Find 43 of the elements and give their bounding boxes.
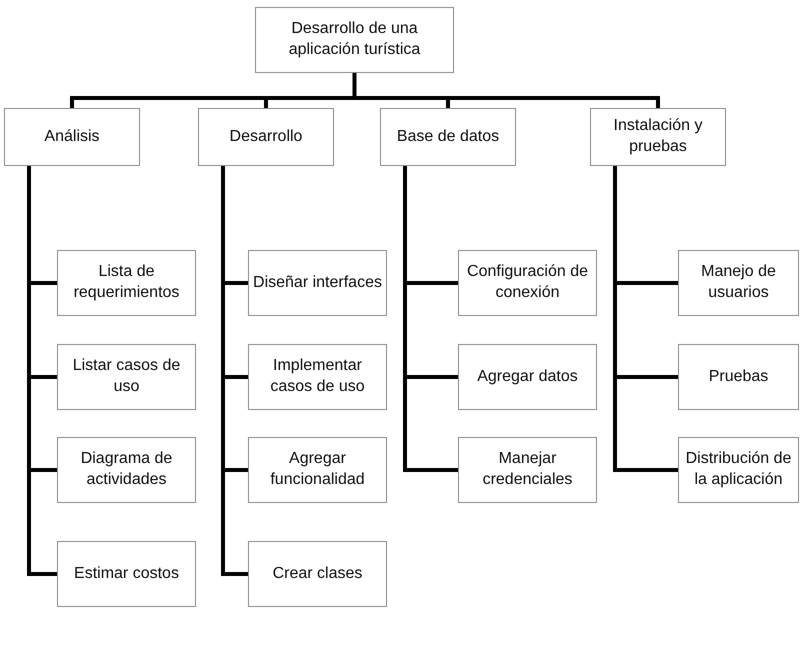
task-box — [458, 437, 597, 503]
task-box — [458, 250, 597, 316]
box-label: Crear clases — [272, 564, 362, 584]
box-label: Pruebas — [708, 366, 768, 387]
box-label: Agregar funcionalidad — [269, 449, 366, 490]
box-label: Agregar datos — [477, 366, 578, 387]
task-box — [248, 541, 387, 607]
task-box — [57, 344, 196, 410]
root-box — [255, 7, 454, 73]
task-box — [380, 108, 516, 166]
box-label: Listar casos de uso — [72, 356, 182, 397]
box-label: Distribución de la aplicación — [684, 449, 792, 490]
box-label: Estimar costos — [74, 564, 179, 584]
task-box — [198, 108, 334, 166]
box-label: Manejar credenciales — [482, 449, 574, 490]
box-label: Lista de requerimientos — [72, 262, 180, 303]
task-box — [458, 344, 597, 410]
task-box — [678, 250, 799, 316]
connector-line — [613, 166, 678, 472]
task-box — [248, 437, 387, 503]
task-box — [678, 437, 799, 503]
box-label: Desarrollo — [230, 126, 302, 147]
connector-line — [27, 166, 57, 576]
box-label: Desarrollo de una aplicación turística — [288, 19, 422, 60]
task-box — [57, 437, 196, 503]
box-label: Instalación y pruebas — [612, 116, 704, 157]
task-box — [248, 344, 387, 410]
task-box — [57, 541, 196, 607]
task-box — [4, 108, 140, 166]
box-label: Base de datos — [396, 126, 500, 147]
task-box — [248, 250, 387, 316]
box-label: Configuración de conexión — [466, 262, 589, 303]
box-label: Diseñar interfaces — [253, 272, 382, 293]
connector-line — [403, 166, 458, 472]
task-box — [678, 344, 799, 410]
connector-line — [221, 166, 248, 576]
box-label: Análisis — [44, 126, 100, 147]
task-box — [57, 250, 196, 316]
box-label: Manejo de usuarios — [700, 262, 777, 303]
box-label: Diagrama de actividades — [80, 449, 174, 490]
task-box — [590, 108, 726, 166]
box-label: Implementar casos de uso — [269, 356, 366, 397]
connector-line — [352, 73, 660, 108]
